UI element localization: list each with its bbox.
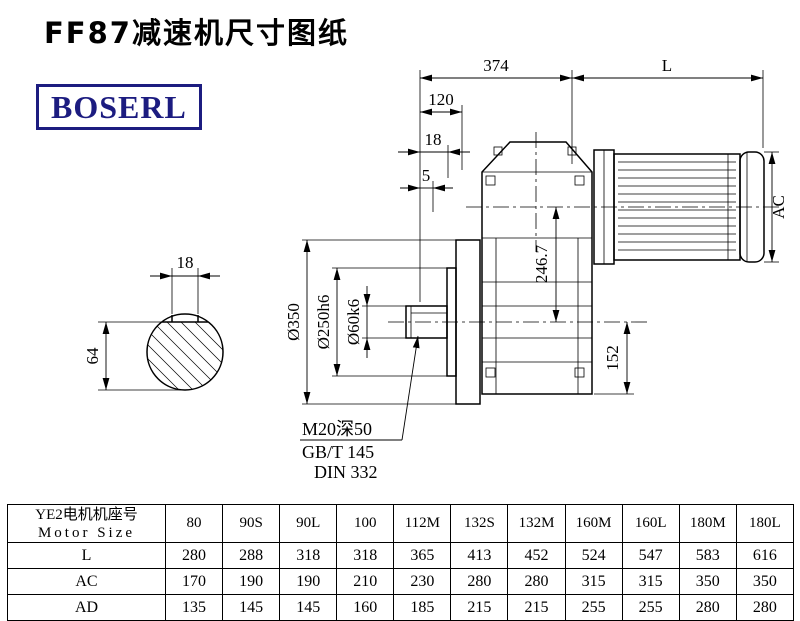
row-header-cn: YE2电机机座号	[35, 506, 138, 523]
cell: 365	[393, 542, 452, 569]
cell: 255	[621, 594, 680, 621]
cell: 280	[678, 594, 737, 621]
cell: 215	[450, 594, 509, 621]
output-shaft	[405, 305, 448, 339]
dim-axis-height: 246.7	[532, 207, 560, 322]
cell: 547	[621, 542, 680, 569]
gearbox-housing	[481, 141, 593, 395]
row-label: AC	[7, 568, 166, 595]
dim-120: 120	[420, 90, 462, 116]
dim-shaft-height-label: 64	[83, 347, 102, 365]
col-header: 90S	[222, 504, 281, 543]
note-standard1-label: GB/T 145	[302, 442, 374, 462]
technical-drawing: 18 64	[83, 56, 788, 482]
cell: 350	[678, 568, 737, 595]
dim-374-label: 374	[483, 56, 509, 75]
row-label: AD	[7, 594, 166, 621]
dim-shaft-dia: Ø60k6	[344, 286, 406, 358]
dim-flange-od: Ø350	[284, 239, 456, 405]
col-header: 180L	[735, 504, 795, 543]
col-header: 132M	[507, 504, 566, 543]
shaft-height-dimension: 64	[83, 321, 183, 391]
motor-size-table: YE2电机机座号 Motor Size 80 90S 90L 100 112M …	[7, 504, 795, 621]
dim-motor-length: L	[572, 56, 763, 82]
centerlines	[388, 132, 780, 323]
cell: 413	[450, 542, 509, 569]
cell: 190	[222, 568, 281, 595]
cell: 616	[735, 542, 795, 569]
col-header: 112M	[393, 504, 452, 543]
dim-152-label: 152	[603, 345, 622, 371]
dim-spigot-dia: Ø250h6	[314, 267, 447, 377]
col-header: 100	[336, 504, 395, 543]
row-header-en: Motor Size	[37, 524, 136, 541]
dim-key-width-label: 18	[177, 253, 194, 272]
tapped-hole-note: M20深50 GB/T 145 DIN 332	[300, 335, 420, 482]
cell: 280	[450, 568, 509, 595]
table-row-AD: AD 135 145 145 160 185 215 215 255 255 2…	[7, 594, 795, 621]
table-row-L: L 280 288 318 318 365 413 452 524 547 58…	[7, 542, 795, 569]
dim-dia350-label: Ø350	[284, 303, 303, 341]
cell: 135	[164, 594, 224, 621]
dim-5-label: 5	[422, 166, 431, 185]
note-tapped-hole-label: M20深50	[302, 419, 372, 439]
cell: 315	[564, 568, 623, 595]
cell: 160	[336, 594, 395, 621]
dim-152: 152	[594, 322, 634, 395]
cell: 215	[507, 594, 566, 621]
row-header: YE2电机机座号 Motor Size	[7, 504, 166, 543]
dim-AC-label: AC	[769, 195, 788, 219]
shaft-key-width-dimension: 18	[150, 253, 220, 314]
dim-dia250-label: Ø250h6	[314, 295, 333, 350]
cell: 318	[279, 542, 338, 569]
cell: 145	[279, 594, 338, 621]
page-title: FF87减速机尺寸图纸	[44, 16, 349, 50]
motor	[593, 149, 765, 265]
dim-246-label: 246.7	[532, 244, 551, 283]
cell: 288	[222, 542, 281, 569]
dim-dia60-label: Ø60k6	[344, 299, 363, 345]
col-header: 160L	[621, 504, 680, 543]
col-header: 80	[164, 504, 224, 543]
col-header: 160M	[564, 504, 623, 543]
cell: 452	[507, 542, 566, 569]
cell: 280	[164, 542, 224, 569]
brand-logo: BOSERL	[36, 84, 202, 130]
cell: 255	[564, 594, 623, 621]
dim-5: 5	[400, 166, 453, 192]
dim-L-label: L	[662, 56, 672, 75]
cell: 210	[336, 568, 395, 595]
dim-motor-diameter: AC	[764, 151, 788, 263]
table-row-AC: AC 170 190 190 210 230 280 280 315 315 3…	[7, 568, 795, 595]
cell: 583	[678, 542, 737, 569]
cell: 185	[393, 594, 452, 621]
dim-120-label: 120	[428, 90, 454, 109]
cell: 350	[735, 568, 795, 595]
cell: 315	[621, 568, 680, 595]
cell: 524	[564, 542, 623, 569]
cell: 190	[279, 568, 338, 595]
dim-18: 18	[398, 130, 470, 156]
col-header: 90L	[279, 504, 338, 543]
dim-18-label: 18	[425, 130, 442, 149]
col-header: 180M	[678, 504, 737, 543]
table-header-row: YE2电机机座号 Motor Size 80 90S 90L 100 112M …	[7, 504, 795, 543]
cell: 170	[164, 568, 224, 595]
cell: 280	[507, 568, 566, 595]
cell: 280	[735, 594, 795, 621]
note-standard2-label: DIN 332	[314, 462, 378, 482]
col-header: 132S	[450, 504, 509, 543]
cell: 145	[222, 594, 281, 621]
row-label: L	[7, 542, 166, 569]
shaft-end-view	[146, 313, 224, 391]
dim-overall-width: 374	[420, 56, 572, 82]
cell: 318	[336, 542, 395, 569]
cell: 230	[393, 568, 452, 595]
